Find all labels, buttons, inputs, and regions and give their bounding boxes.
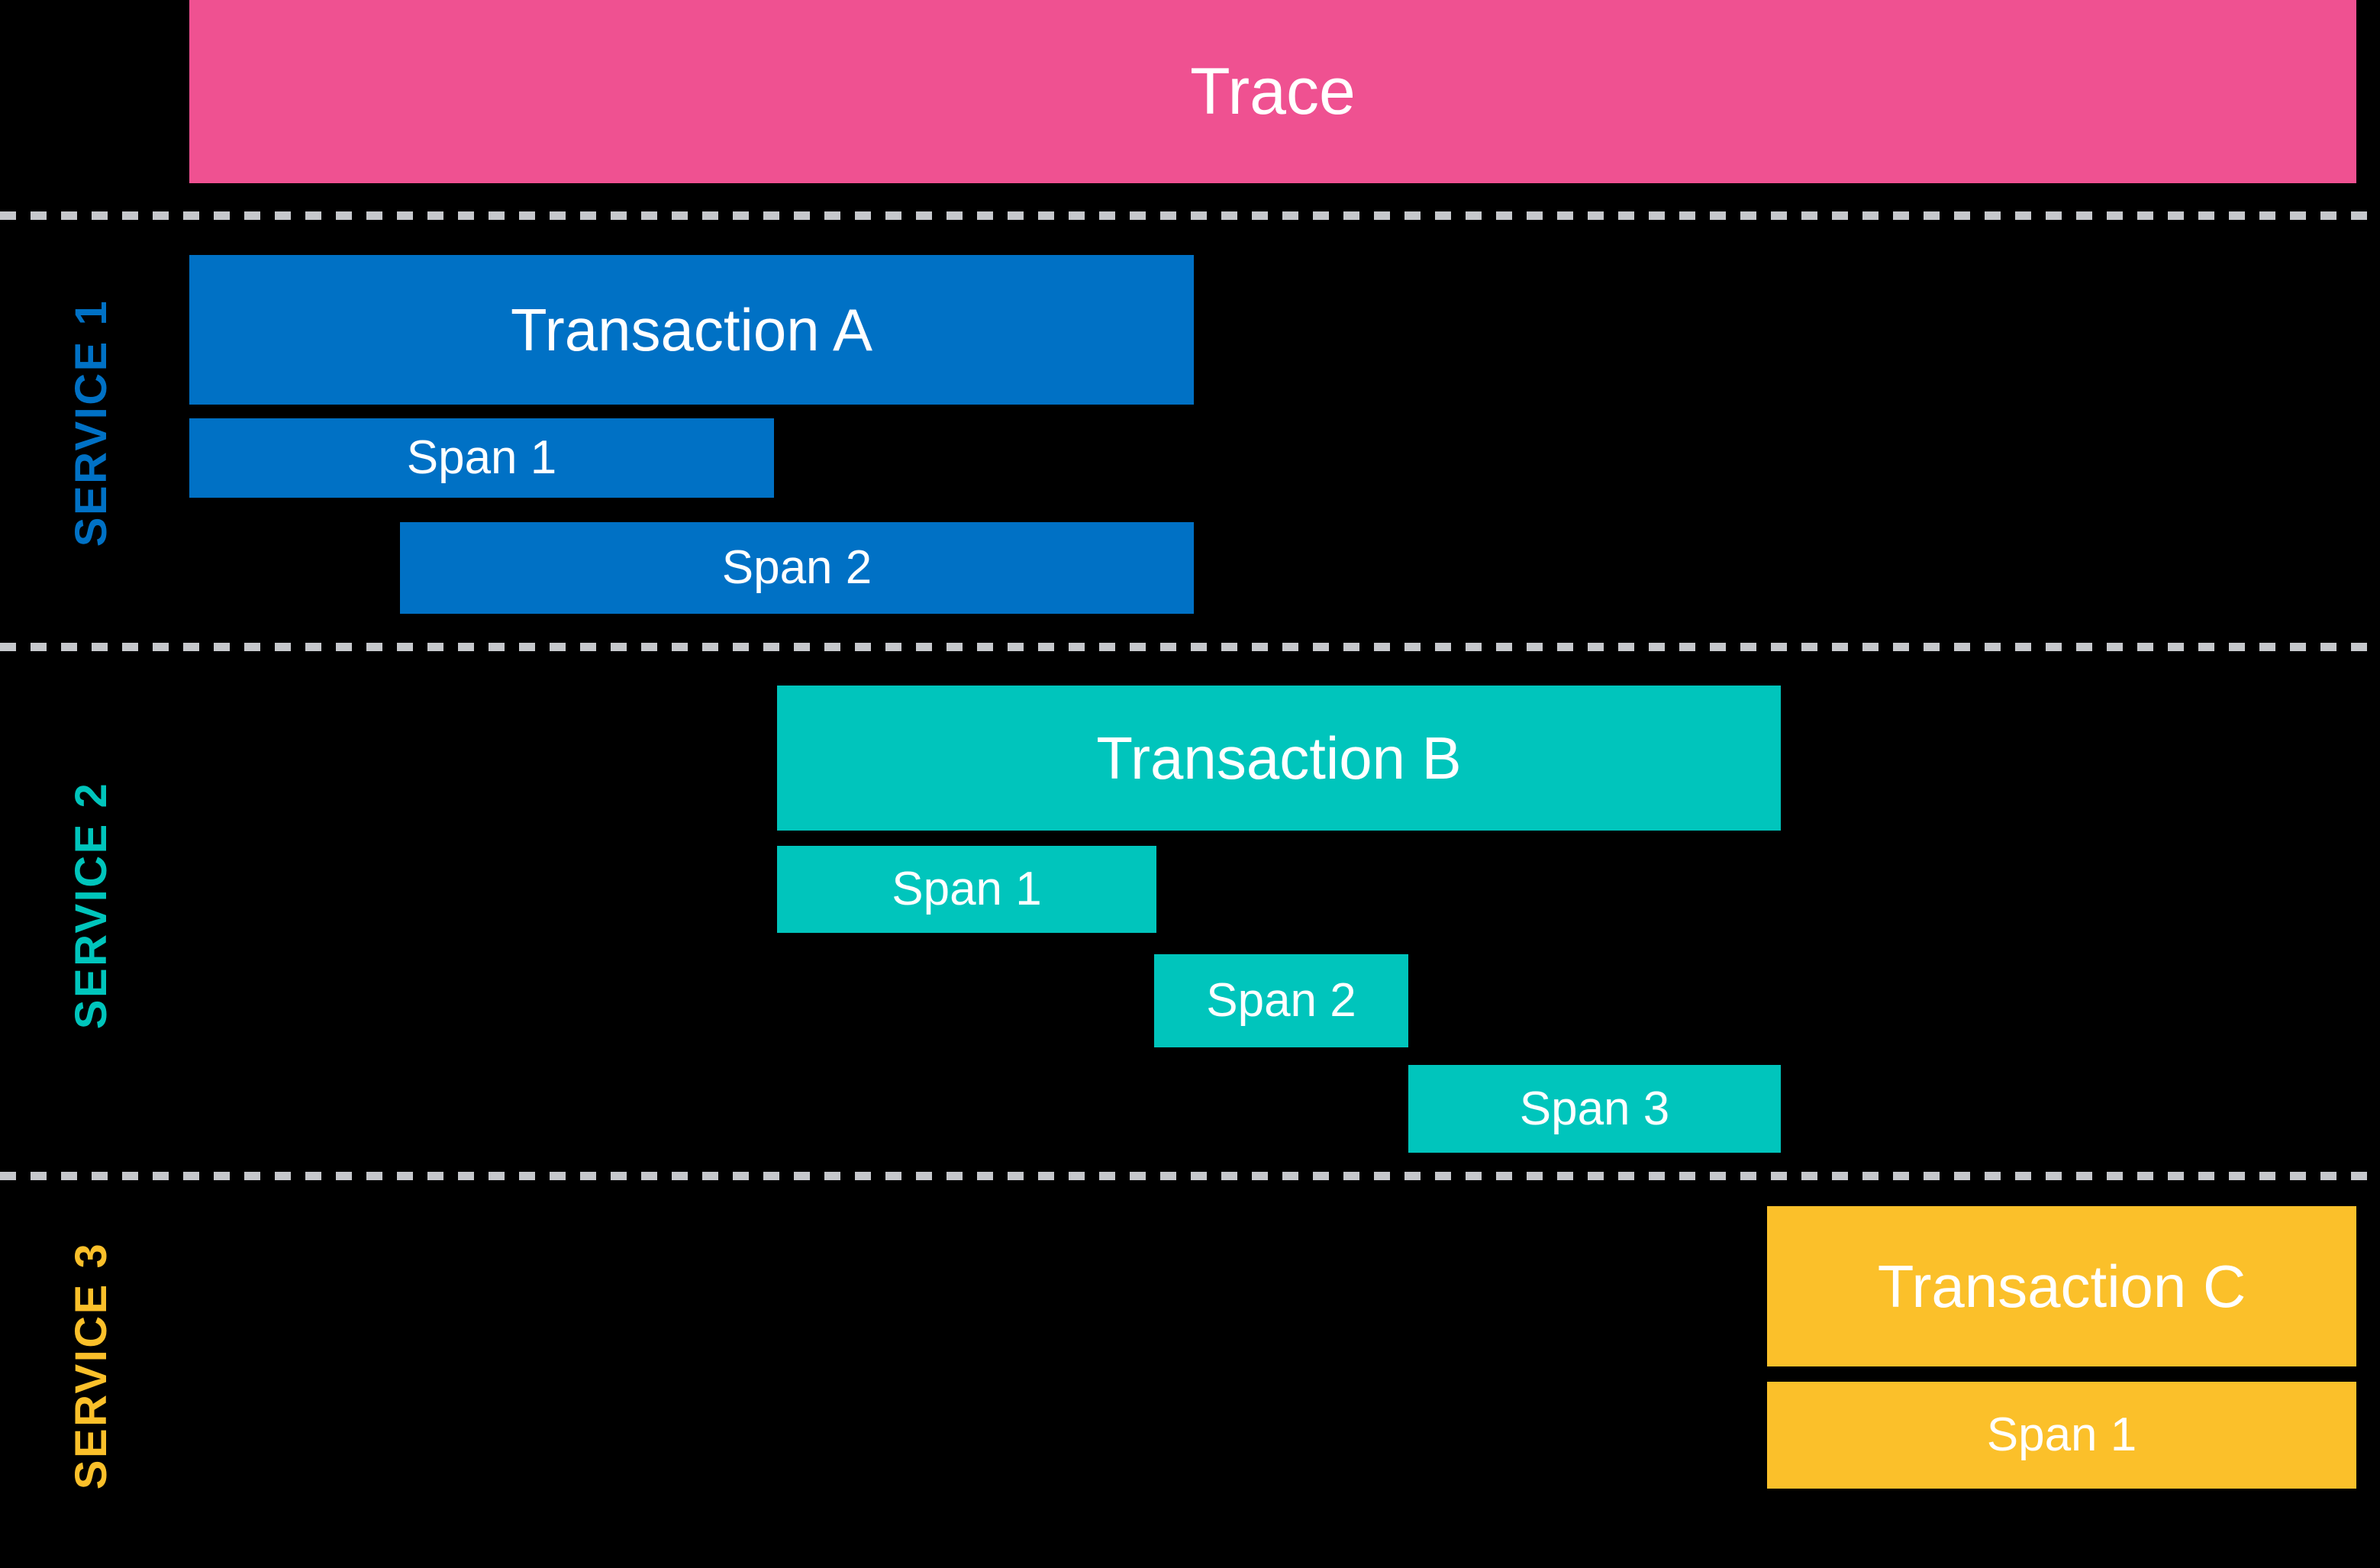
bar-label: Span 1 (406, 431, 557, 484)
service-label-1: SERVICE 1 (66, 298, 116, 547)
bar-label: Span 1 (892, 863, 1042, 915)
divider-service2-service3 (0, 1172, 2380, 1180)
service-label-2: SERVICE 2 (66, 781, 116, 1030)
bar-label: Transaction B (1096, 724, 1462, 792)
span-bar-span-2: Span 2 (400, 522, 1194, 614)
bar-label: Span 2 (721, 541, 872, 594)
span-bar-span-1: Span 1 (189, 418, 774, 498)
service-label-3: SERVICE 3 (66, 1241, 116, 1490)
bar-label: Span 3 (1519, 1082, 1670, 1135)
trace-bar: Trace (189, 0, 2356, 183)
divider-trace-service1 (0, 211, 2380, 220)
span-bar-span-1: Span 1 (777, 846, 1156, 933)
span-bar-span-1: Span 1 (1767, 1382, 2356, 1489)
bar-label: Transaction A (510, 296, 873, 363)
transaction-bar-transaction-a: Transaction A (189, 255, 1194, 405)
transaction-bar-transaction-b: Transaction B (777, 686, 1781, 831)
bar-label: Transaction C (1877, 1253, 2246, 1320)
divider-service1-service2 (0, 643, 2380, 651)
bar-label: Span 2 (1206, 974, 1356, 1027)
span-bar-span-3: Span 3 (1408, 1065, 1781, 1153)
transaction-bar-transaction-c: Transaction C (1767, 1206, 2356, 1366)
trace-bar-label: Trace (1190, 55, 1356, 128)
bar-label: Span 1 (1986, 1408, 2137, 1461)
span-bar-span-2: Span 2 (1154, 954, 1408, 1047)
